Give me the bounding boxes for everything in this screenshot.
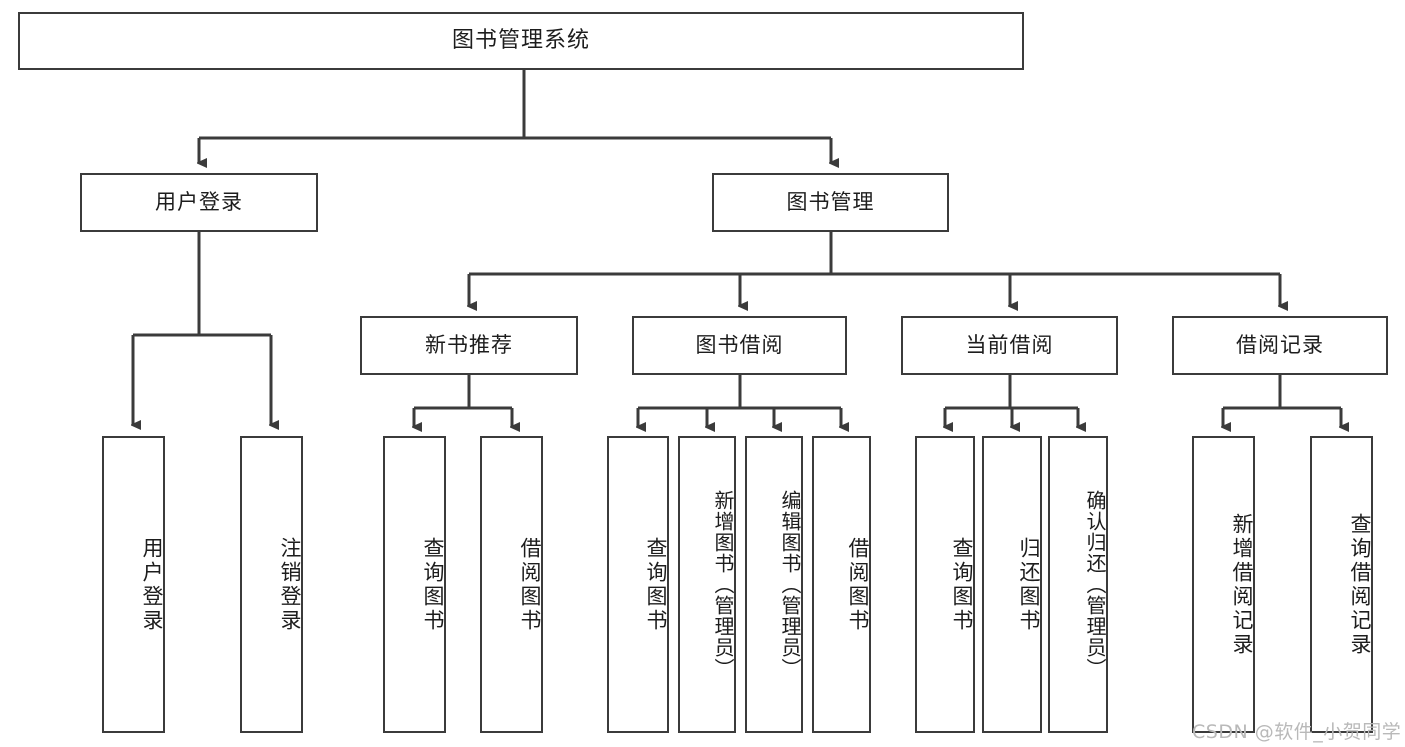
leaf-query-books-borrow[interactable]: 查询图书	[607, 436, 669, 733]
leaf-query-borrow-record[interactable]: 查询借阅记录	[1310, 436, 1373, 733]
node-book-borrowing[interactable]: 图书借阅	[632, 316, 847, 375]
leaf-user-login-label: 用户登录	[140, 536, 164, 633]
node-user-login-label: 用户登录	[155, 189, 243, 214]
leaf-query-books-rec-label: 查询图书	[421, 536, 445, 633]
leaf-logout-label: 注销登录	[278, 536, 302, 633]
leaf-query-books-current-label: 查询图书	[950, 536, 974, 633]
leaf-add-book-admin-label: 新增图书（管理员）	[711, 490, 735, 679]
leaf-add-book-admin[interactable]: 新增图书（管理员）	[678, 436, 736, 733]
leaf-confirm-return-admin-label: 确认归还（管理员）	[1083, 490, 1107, 679]
leaf-return-books[interactable]: 归还图书	[982, 436, 1042, 733]
leaf-query-books-current[interactable]: 查询图书	[915, 436, 975, 733]
leaf-borrow-books-rec-label: 借阅图书	[518, 536, 542, 633]
node-book-borrowing-label: 图书借阅	[695, 332, 784, 357]
leaf-return-books-label: 归还图书	[1017, 536, 1041, 633]
leaf-edit-book-admin[interactable]: 编辑图书（管理员）	[745, 436, 803, 733]
node-book-management-label: 图书管理	[786, 189, 875, 214]
leaf-borrow-books-borrow-label: 借阅图书	[846, 536, 870, 633]
node-current-borrowing-label: 当前借阅	[965, 332, 1054, 357]
node-book-management[interactable]: 图书管理	[712, 173, 949, 232]
node-borrow-records[interactable]: 借阅记录	[1172, 316, 1388, 375]
leaf-query-books-rec[interactable]: 查询图书	[383, 436, 446, 733]
leaf-borrow-books-borrow[interactable]: 借阅图书	[812, 436, 871, 733]
leaf-confirm-return-admin[interactable]: 确认归还（管理员）	[1048, 436, 1108, 733]
leaf-add-borrow-record[interactable]: 新增借阅记录	[1192, 436, 1255, 733]
leaf-user-login[interactable]: 用户登录	[102, 436, 165, 733]
leaf-logout[interactable]: 注销登录	[240, 436, 303, 733]
node-new-book-recommendation-label: 新书推荐	[425, 332, 513, 357]
node-borrow-records-label: 借阅记录	[1236, 332, 1324, 357]
leaf-query-borrow-record-label: 查询借阅记录	[1348, 512, 1372, 657]
node-root-label: 图书管理系统	[451, 27, 590, 53]
node-user-login[interactable]: 用户登录	[80, 173, 318, 232]
node-new-book-recommendation[interactable]: 新书推荐	[360, 316, 578, 375]
node-current-borrowing[interactable]: 当前借阅	[901, 316, 1118, 375]
leaf-add-borrow-record-label: 新增借阅记录	[1230, 512, 1254, 657]
leaf-borrow-books-rec[interactable]: 借阅图书	[480, 436, 543, 733]
node-root[interactable]: 图书管理系统	[18, 12, 1024, 70]
leaf-edit-book-admin-label: 编辑图书（管理员）	[778, 490, 802, 679]
leaf-query-books-borrow-label: 查询图书	[644, 536, 668, 633]
csdn-watermark: CSDN @软件_小贺同学	[1192, 721, 1402, 743]
